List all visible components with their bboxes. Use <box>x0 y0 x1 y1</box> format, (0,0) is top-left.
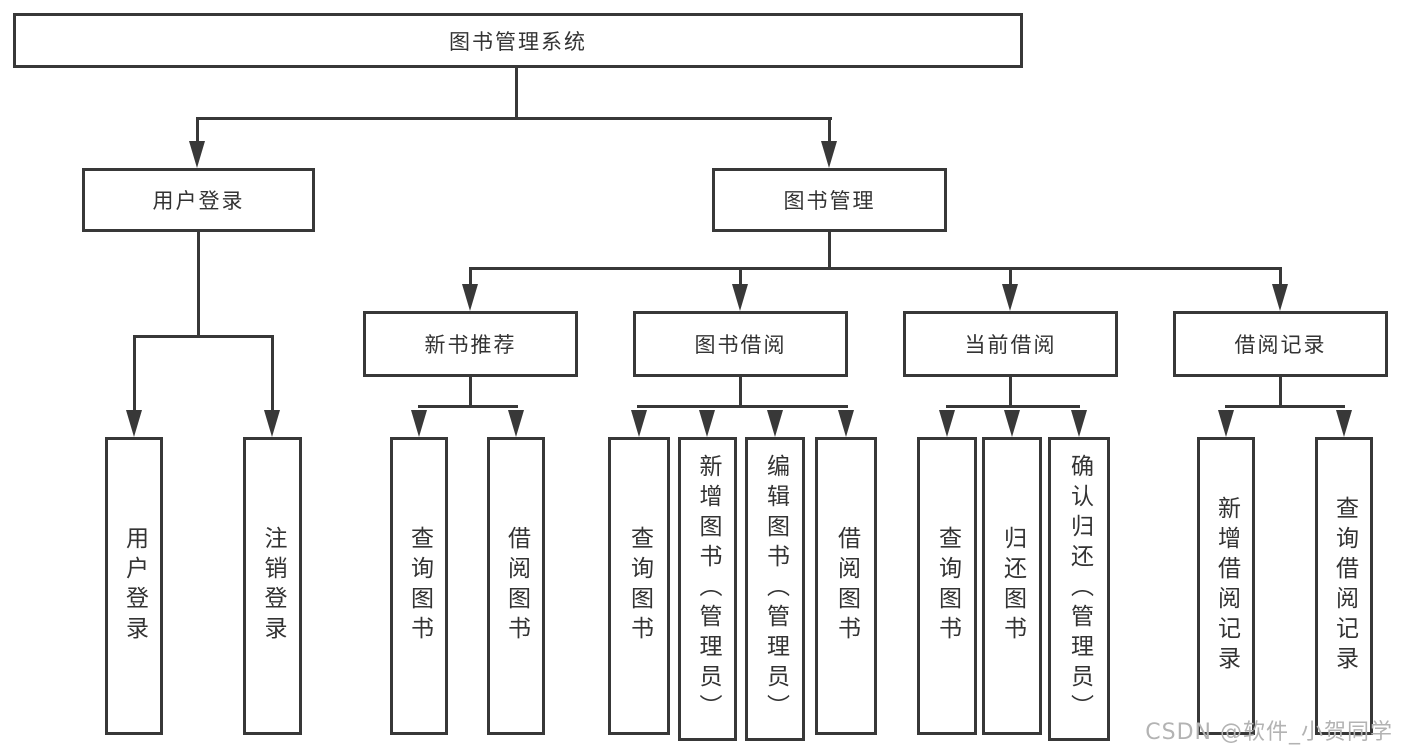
arrow-down-icon <box>1336 410 1352 437</box>
arrow-down-icon <box>189 141 205 168</box>
connector-line <box>1279 267 1282 287</box>
arrow-down-icon <box>508 410 524 437</box>
connector-line <box>469 267 1282 270</box>
arrow-down-icon <box>1071 410 1087 437</box>
connector-line <box>196 117 199 145</box>
leaf-query-books-borrow: 查询图书 <box>608 437 670 735</box>
connector-line <box>197 232 200 338</box>
connector-line <box>133 335 274 338</box>
arrow-down-icon <box>767 410 783 437</box>
connector-line <box>1009 267 1012 287</box>
arrow-down-icon <box>1002 284 1018 311</box>
leaf-query-books-recommend: 查询图书 <box>390 437 448 735</box>
connector-line <box>739 267 742 287</box>
arrow-down-icon <box>1004 410 1020 437</box>
connector-line <box>469 267 472 287</box>
arrow-down-icon <box>631 410 647 437</box>
arrow-down-icon <box>732 284 748 311</box>
arrow-down-icon <box>264 410 280 437</box>
leaf-borrow-books: 借阅图书 <box>815 437 877 735</box>
leaf-return-book: 归还图书 <box>982 437 1042 735</box>
arrow-down-icon <box>411 410 427 437</box>
arrow-down-icon <box>699 410 715 437</box>
connector-line <box>828 117 831 145</box>
leaf-add-borrow-record: 新增借阅记录 <box>1197 437 1255 735</box>
arrow-down-icon <box>821 141 837 168</box>
node-new-book-recommend: 新书推荐 <box>363 311 578 377</box>
node-user-login: 用户登录 <box>82 168 315 232</box>
leaf-add-book-admin: 新增图书（管理员） <box>678 437 737 741</box>
leaf-borrow-books-recommend: 借阅图书 <box>487 437 545 735</box>
leaf-logout: 注销登录 <box>243 437 302 735</box>
leaf-edit-book-admin: 编辑图书（管理员） <box>745 437 805 741</box>
connector-line <box>828 232 831 270</box>
arrow-down-icon <box>838 410 854 437</box>
connector-line <box>739 377 742 408</box>
leaf-confirm-return-admin: 确认归还（管理员） <box>1048 437 1110 741</box>
leaf-user-login: 用户登录 <box>105 437 163 735</box>
node-book-management: 图书管理 <box>712 168 947 232</box>
node-borrow-records: 借阅记录 <box>1173 311 1388 377</box>
arrow-down-icon <box>462 284 478 311</box>
connector-line <box>469 377 472 408</box>
arrow-down-icon <box>126 410 142 437</box>
connector-line <box>637 405 848 408</box>
leaf-query-books-current: 查询图书 <box>917 437 977 735</box>
connector-line <box>418 405 518 408</box>
leaf-query-borrow-record: 查询借阅记录 <box>1315 437 1373 735</box>
connector-line <box>196 117 832 120</box>
connector-line <box>1225 405 1345 408</box>
connector-line <box>271 335 274 413</box>
node-book-borrow: 图书借阅 <box>633 311 848 377</box>
watermark: CSDN @软件_小贺同学 <box>1145 720 1393 745</box>
node-current-borrow: 当前借阅 <box>903 311 1118 377</box>
connector-line <box>946 405 1080 408</box>
connector-line <box>1009 377 1012 408</box>
node-root: 图书管理系统 <box>13 13 1023 68</box>
connector-line <box>515 68 518 120</box>
arrow-down-icon <box>939 410 955 437</box>
arrow-down-icon <box>1272 284 1288 311</box>
connector-line <box>1279 377 1282 408</box>
arrow-down-icon <box>1218 410 1234 437</box>
connector-line <box>133 335 136 413</box>
